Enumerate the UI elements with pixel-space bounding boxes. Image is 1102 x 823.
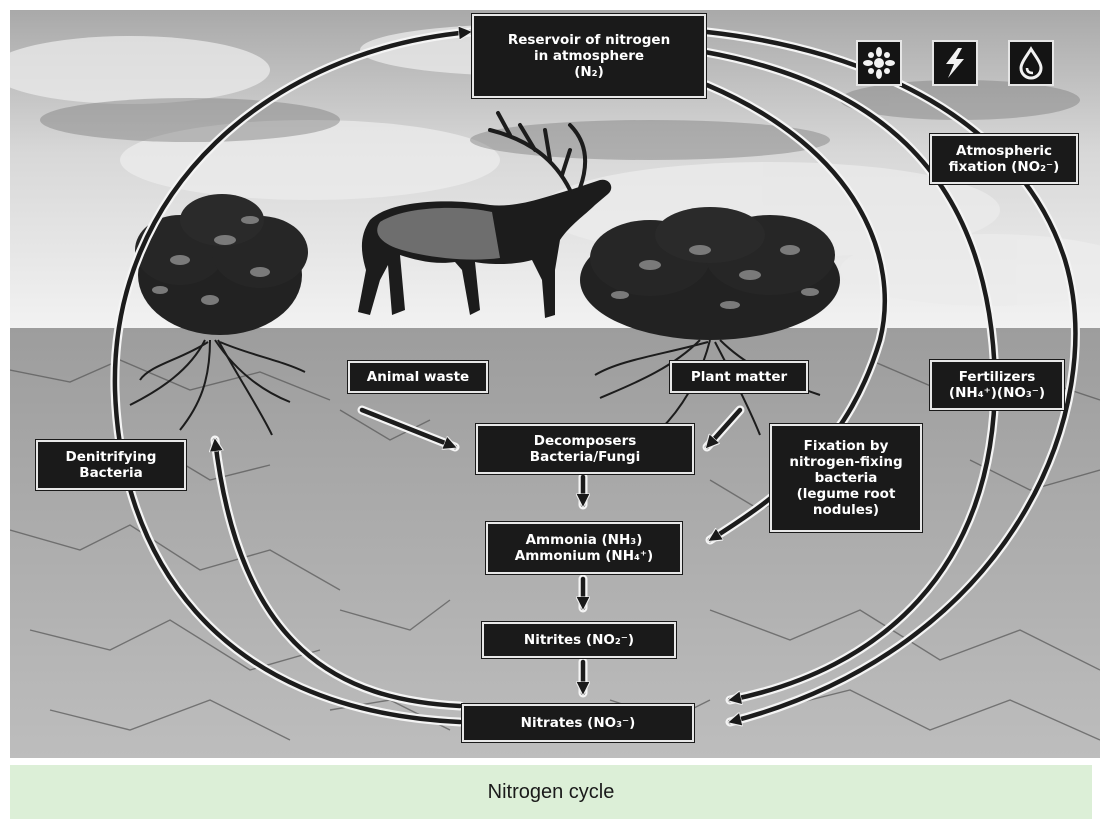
- fertilizers-line-2: (NH₄⁺)(NO₃⁻): [948, 385, 1046, 401]
- fixation-line-3: bacteria: [814, 470, 878, 486]
- sun-icon: [856, 40, 902, 86]
- denitrifying-line-1: Denitrifying: [65, 449, 157, 465]
- atmospheric-line-1: Atmospheric: [956, 143, 1052, 159]
- nitrites-label: Nitrites (NO₂⁻): [482, 622, 676, 658]
- ammonia-line-1: Ammonia (NH₃): [525, 532, 643, 548]
- fixation-line-1: Fixation by: [803, 438, 889, 454]
- animal-waste-text: Animal waste: [366, 369, 470, 385]
- reservoir-line-3: (N₂): [574, 64, 604, 80]
- bush-right: [580, 207, 840, 436]
- decomposers-line-2: Bacteria/Fungi: [529, 449, 641, 465]
- ammonia-label: Ammonia (NH₃) Ammonium (NH₄⁺): [486, 522, 682, 574]
- denitrifying-bacteria-label: Denitrifying Bacteria: [36, 440, 186, 490]
- caption-text: Nitrogen cycle: [487, 780, 615, 803]
- soil-cracks: [10, 359, 1100, 741]
- nitrogen-fixing-bacteria-label: Fixation by nitrogen-fixing bacteria (le…: [770, 424, 922, 532]
- denitrifying-line-2: Bacteria: [79, 465, 143, 481]
- figure-caption: Nitrogen cycle: [10, 765, 1092, 819]
- reservoir-line-2: in atmosphere: [533, 48, 645, 64]
- plant-matter-label: Plant matter: [670, 361, 808, 393]
- fixation-line-4: (legume root: [796, 486, 896, 502]
- atmospheric-line-2: fixation (NO₂⁻): [948, 159, 1060, 175]
- nitrates-text: Nitrates (NO₃⁻): [520, 715, 636, 731]
- ammonia-line-2: Ammonium (NH₄⁺): [514, 548, 654, 564]
- fixation-line-2: nitrogen-fixing: [789, 454, 903, 470]
- bush-left: [129, 194, 308, 436]
- atmospheric-fixation-label: Atmospheric fixation (NO₂⁻): [930, 134, 1078, 184]
- lightning-icon: [932, 40, 978, 86]
- decomposers-line-1: Decomposers: [533, 433, 637, 449]
- animal-waste-label: Animal waste: [348, 361, 488, 393]
- fixation-line-5: nodules): [812, 502, 880, 518]
- nitrates-label: Nitrates (NO₃⁻): [462, 704, 694, 742]
- water-drop-icon: [1008, 40, 1054, 86]
- fertilizers-label: Fertilizers (NH₄⁺)(NO₃⁻): [930, 360, 1064, 410]
- nitrites-text: Nitrites (NO₂⁻): [523, 632, 635, 648]
- decomposers-label: Decomposers Bacteria/Fungi: [476, 424, 694, 474]
- reservoir-label: Reservoir of nitrogen in atmosphere (N₂): [472, 14, 706, 98]
- nitrogen-cycle-diagram: Reservoir of nitrogen in atmosphere (N₂)…: [10, 10, 1100, 758]
- elk: [358, 111, 612, 318]
- reservoir-line-1: Reservoir of nitrogen: [507, 32, 671, 48]
- fertilizers-line-1: Fertilizers: [958, 369, 1036, 385]
- plant-matter-text: Plant matter: [690, 369, 788, 385]
